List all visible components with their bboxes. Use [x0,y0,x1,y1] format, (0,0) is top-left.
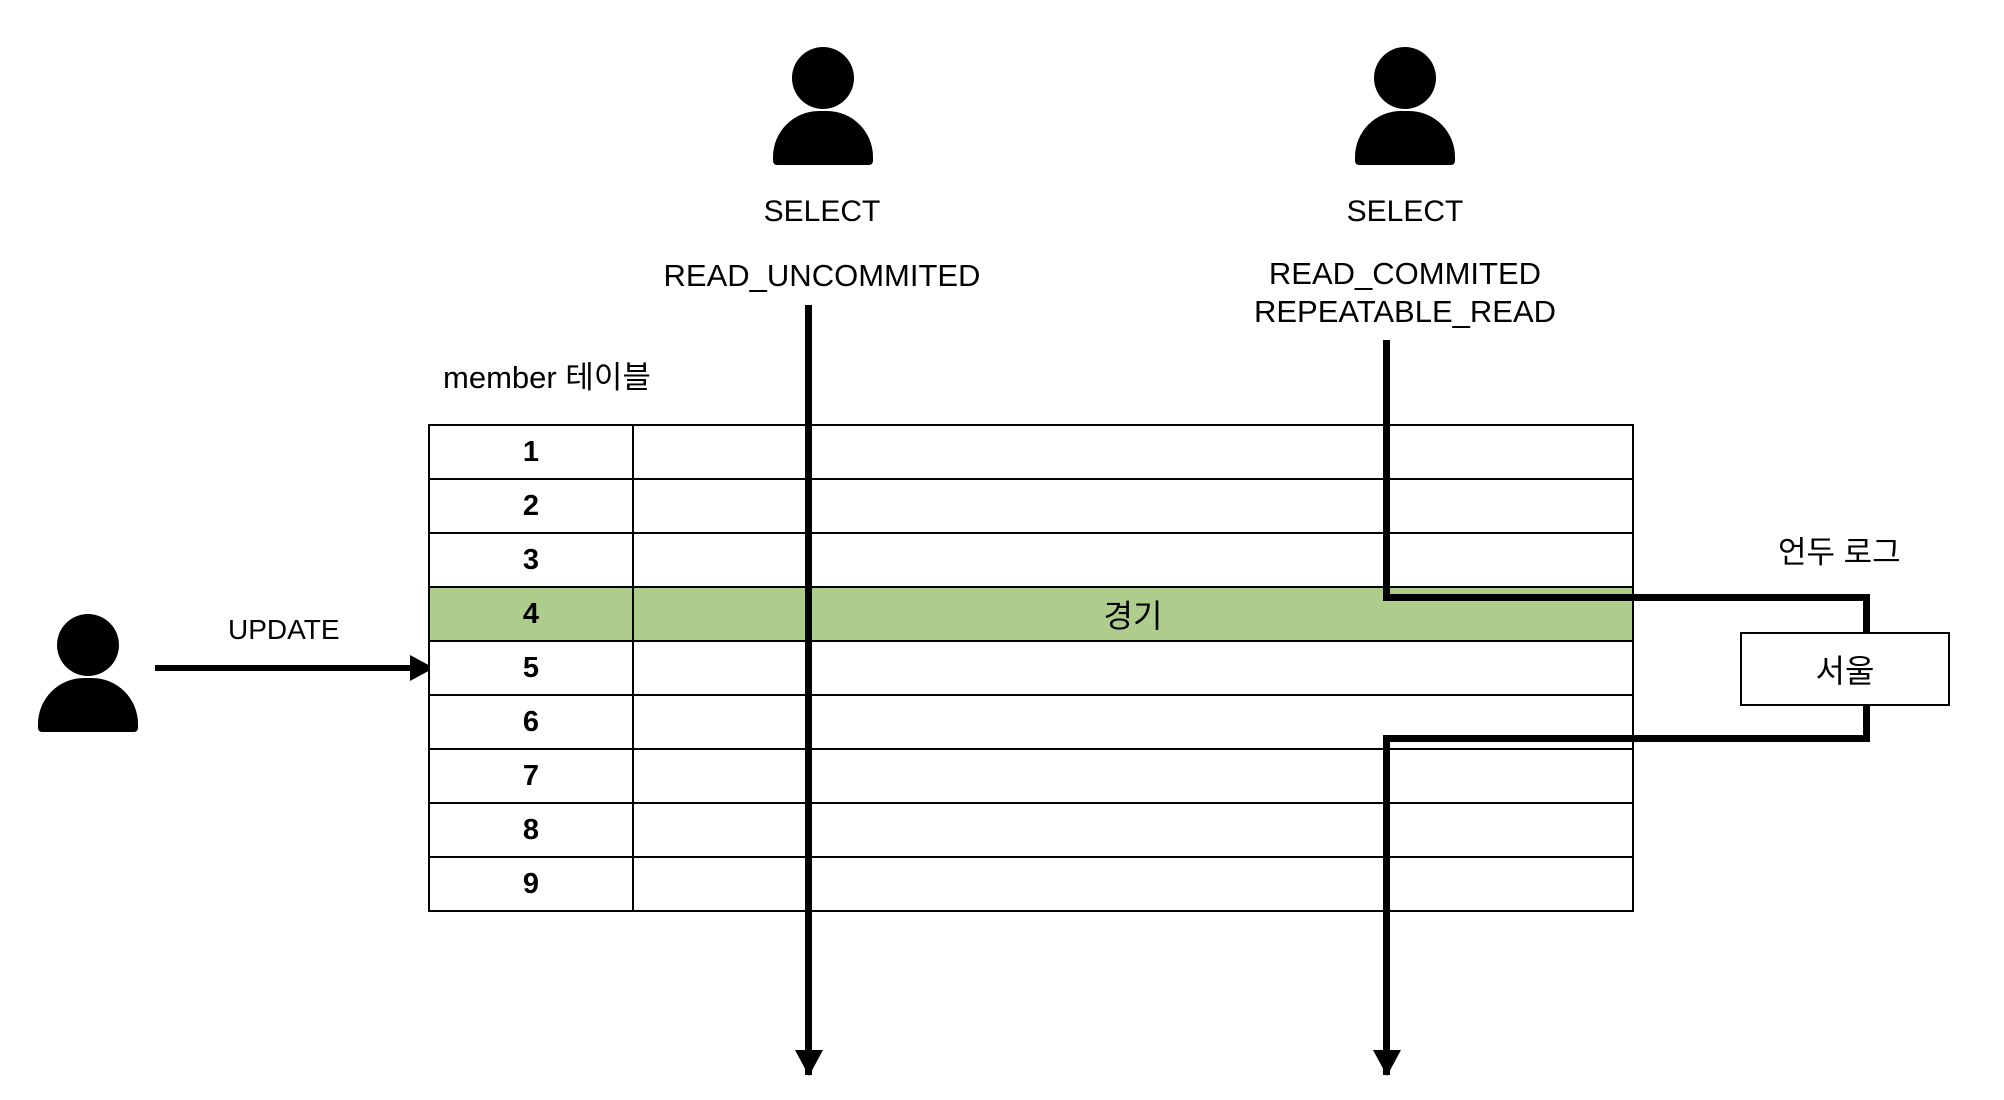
table-cell-value [632,532,1634,588]
update-action-label: UPDATE [228,614,340,645]
read-committed-flow-line-return [1383,735,1870,742]
table-row: 9 [428,856,1634,912]
undo-log-label: 언두 로그 [1778,535,1901,570]
table-row: 7 [428,748,1634,804]
person-icon-reader-committed [1352,45,1457,165]
table-cell-id: 6 [428,694,634,750]
person-body [1354,111,1455,165]
read-committed-flow-line-down-1 [1383,340,1390,601]
person-body [772,111,873,165]
person-icon-reader-uncommitted [770,45,875,165]
table-cell-value: 경기 [632,586,1634,642]
table-cell-id: 3 [428,532,634,588]
table-cell-id: 5 [428,640,634,696]
undo-log-value: 서울 [1815,653,1875,689]
table-row: 5 [428,640,1634,696]
table-cell-id: 2 [428,478,634,534]
table-cell-value [632,424,1634,480]
reader-committed-isolation-label-1: READ_COMMITED [1268,256,1542,291]
person-body [37,678,138,732]
undo-log-box: 서울 [1740,632,1950,706]
person-head [56,614,119,676]
table-row: 3 [428,532,1634,588]
reader-committed-action-label: SELECT [1346,195,1464,228]
table-cell-id: 7 [428,748,634,804]
read-uncommitted-flow-arrowhead [795,1050,823,1076]
reader-committed-isolation-label-2: REPEATABLE_READ [1253,294,1557,329]
reader-uncommitted-action-label: SELECT [763,195,881,228]
read-committed-flow-line-down-2 [1383,735,1390,1075]
update-arrow-line [155,665,420,671]
table-cell-value [632,694,1634,750]
table-row: 8 [428,802,1634,858]
read-committed-flow-arrowhead [1373,1050,1401,1076]
table-cell-value [632,802,1634,858]
member-table-title: member 테이블 [443,360,651,395]
table-cell-value [632,856,1634,912]
table-cell-value [632,640,1634,696]
table-row: 2 [428,478,1634,534]
table-cell-value [632,478,1634,534]
table-cell-value [632,748,1634,804]
reader-uncommitted-isolation-label: READ_UNCOMMITED [663,258,981,293]
table-row: 1 [428,424,1634,480]
table-cell-id: 8 [428,802,634,858]
table-row: 6 [428,694,1634,750]
person-head [791,47,854,109]
person-head [1373,47,1436,109]
read-committed-flow-line-right [1383,594,1870,601]
table-cell-id: 9 [428,856,634,912]
table-cell-id: 4 [428,586,634,642]
read-uncommitted-flow-line [805,305,812,1075]
table-cell-id: 1 [428,424,634,480]
person-icon-writer [35,612,140,732]
